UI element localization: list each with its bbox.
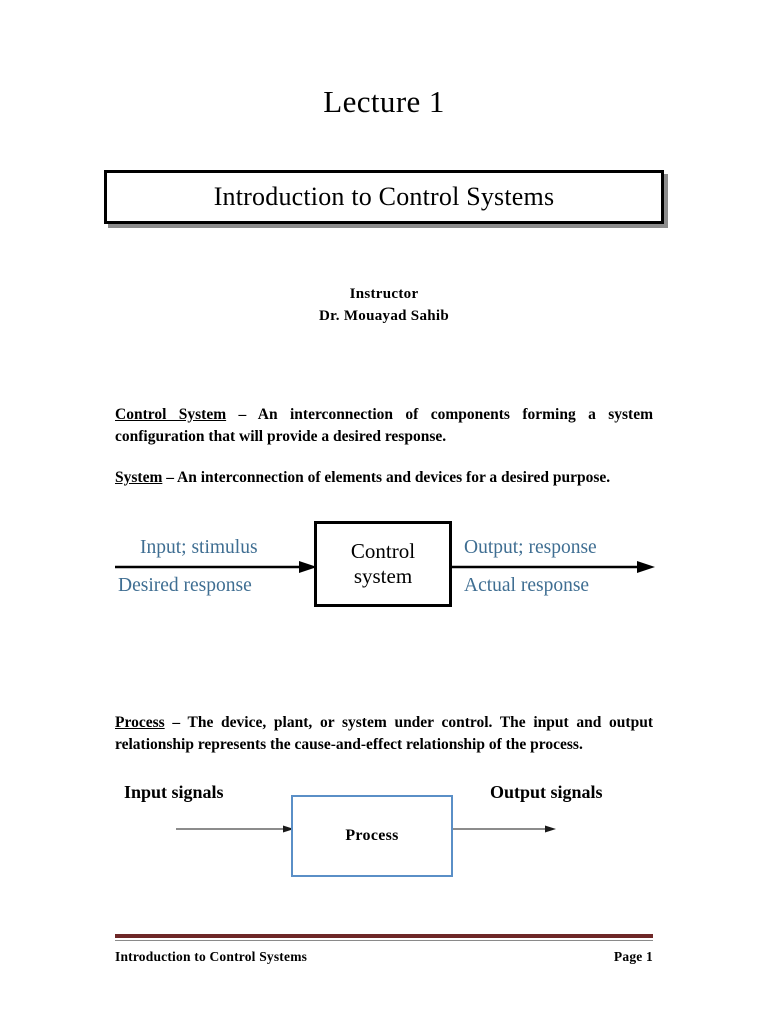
title-box-frame: Introduction to Control Systems	[104, 170, 664, 224]
instructor-label: Instructor	[349, 286, 419, 302]
diagram-label-output-response: Output; response	[464, 537, 597, 558]
page-title: Introduction to Control Systems	[213, 182, 555, 211]
definition-term-system: System	[115, 468, 163, 486]
diagram-output-arrow	[450, 561, 655, 573]
footer-rule-thin	[115, 940, 653, 941]
control-system-block-diagram: Input; stimulus Desired response Output;…	[110, 515, 660, 620]
diagram-input-arrow	[115, 561, 317, 573]
footer-page-number: Page 1	[613, 949, 653, 964]
control-system-box-line1: Control	[350, 539, 416, 563]
definition-dash-system: –	[162, 468, 178, 486]
diagram-label-input-stimulus: Input; stimulus	[140, 537, 258, 558]
definition-dash-control-system: –	[226, 405, 258, 423]
diagram-label-actual-response: Actual response	[464, 575, 590, 596]
lecture-heading: Lecture 1	[323, 84, 445, 119]
control-system-box-line2: system	[353, 564, 413, 588]
diagram-label-desired-response: Desired response	[118, 575, 252, 596]
page-footer: Introduction to Control Systems Page 1	[115, 934, 653, 965]
process-input-arrow	[176, 825, 294, 833]
footer-rule-gap	[115, 938, 653, 940]
definition-text-process: The device, plant, or system under contr…	[115, 713, 653, 754]
definition-term-process: Process	[115, 713, 165, 731]
process-block-diagram: Input signals Output signals Process	[110, 782, 660, 892]
definition-process: Process – The device, plant, or system u…	[115, 712, 653, 757]
instructor-block: Instructor Dr. Mouayad Sahib	[0, 283, 768, 327]
definition-text-system: An interconnection of elements and devic…	[177, 468, 611, 486]
definition-system: System – An interconnection of elements …	[115, 467, 653, 490]
control-system-box: Control system	[314, 521, 452, 607]
footer-left-text: Introduction to Control Systems	[115, 949, 308, 964]
definition-control-system: Control System – An interconnection of c…	[115, 404, 653, 449]
process-box: Process	[291, 795, 453, 877]
definition-text-control-system: An interconnection of components forming…	[115, 405, 653, 446]
diagram-label-input-signals: Input signals	[124, 782, 224, 802]
footer-row: Introduction to Control Systems Page 1	[115, 949, 653, 965]
footer-rule-thick	[115, 934, 653, 938]
process-box-label: Process	[345, 827, 399, 844]
instructor-name: Dr. Mouayad Sahib	[319, 308, 449, 324]
definition-term-control-system: Control System	[115, 405, 227, 423]
document-title-box: Introduction to Control Systems	[104, 170, 668, 228]
definition-dash-process: –	[164, 713, 188, 731]
process-output-arrow	[451, 825, 556, 833]
diagram-label-output-signals: Output signals	[490, 782, 603, 802]
